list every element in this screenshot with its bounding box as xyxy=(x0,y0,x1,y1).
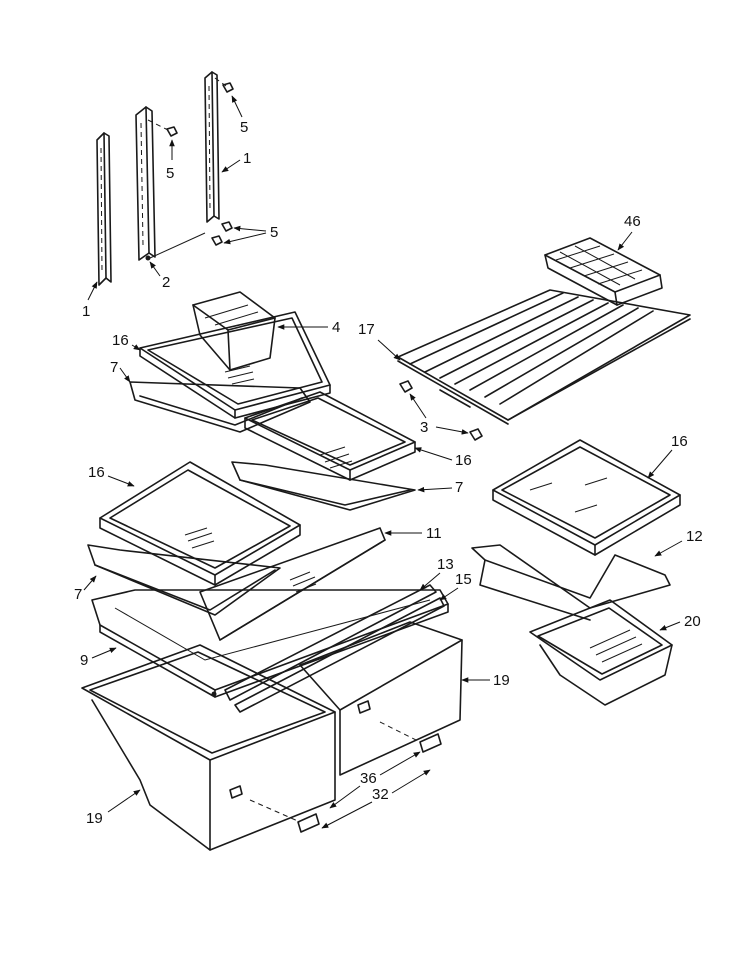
callout-7-middle: 7 xyxy=(455,479,463,496)
callout-46: 46 xyxy=(624,213,641,230)
callout-19-left: 19 xyxy=(86,810,103,827)
shelf-frame-right xyxy=(471,544,671,621)
shelf-rail-right xyxy=(204,71,220,223)
shelf-frame-middle xyxy=(231,461,416,511)
shelf-rail-left xyxy=(96,132,112,286)
ice-cube-tray xyxy=(544,237,663,306)
drawer-slide-parts xyxy=(249,721,442,833)
shelf-frame-upper xyxy=(129,381,311,433)
wire-shelf xyxy=(397,289,691,425)
callout-16-upper: 16 xyxy=(112,332,129,349)
crisper-cover xyxy=(91,589,449,698)
callout-2: 2 xyxy=(162,274,170,291)
callout-11: 11 xyxy=(426,525,442,542)
shelf-frame-lower xyxy=(87,544,281,616)
callout-1-left: 1 xyxy=(82,303,90,320)
callout-16-right: 16 xyxy=(671,433,688,450)
callout-4: 4 xyxy=(332,319,340,336)
callout-16-lower: 16 xyxy=(88,464,105,481)
meat-pan xyxy=(529,599,673,706)
glass-shelf-upper xyxy=(139,311,331,419)
callout-labels: 46 5 5 5 1 2 1 4 17 3 16 7 16 7 16 11 7 xyxy=(74,95,703,829)
callout-9: 9 xyxy=(80,652,88,669)
glass-shelf-right xyxy=(492,439,681,556)
callout-1-right: 1 xyxy=(243,150,251,167)
callout-17: 17 xyxy=(358,321,375,338)
crisper-drawer-right xyxy=(299,621,463,776)
callout-36: 36 xyxy=(360,770,377,787)
callout-20: 20 xyxy=(684,613,701,630)
callout-7-lower: 7 xyxy=(74,586,82,603)
callout-5-low: 5 xyxy=(270,224,278,241)
callout-7-upper: 7 xyxy=(110,359,118,376)
callout-32: 32 xyxy=(372,786,389,803)
callout-12: 12 xyxy=(686,528,703,545)
glass-shelf-middle xyxy=(244,391,416,481)
callout-13: 13 xyxy=(437,556,454,573)
callout-5-top: 5 xyxy=(240,119,248,136)
shelf-rail-center xyxy=(135,106,156,261)
callout-3: 3 xyxy=(420,419,428,436)
screw-group xyxy=(147,77,234,259)
shelf-pins xyxy=(399,380,483,441)
crisper-trim xyxy=(224,584,445,713)
callout-15: 15 xyxy=(455,571,472,588)
callout-19-right: 19 xyxy=(493,672,510,689)
callout-5-mid: 5 xyxy=(166,165,174,182)
door-bin xyxy=(192,291,276,371)
callout-16-middle: 16 xyxy=(455,452,472,469)
crisper-drawer-left xyxy=(81,644,336,851)
glass-panel xyxy=(199,527,386,641)
